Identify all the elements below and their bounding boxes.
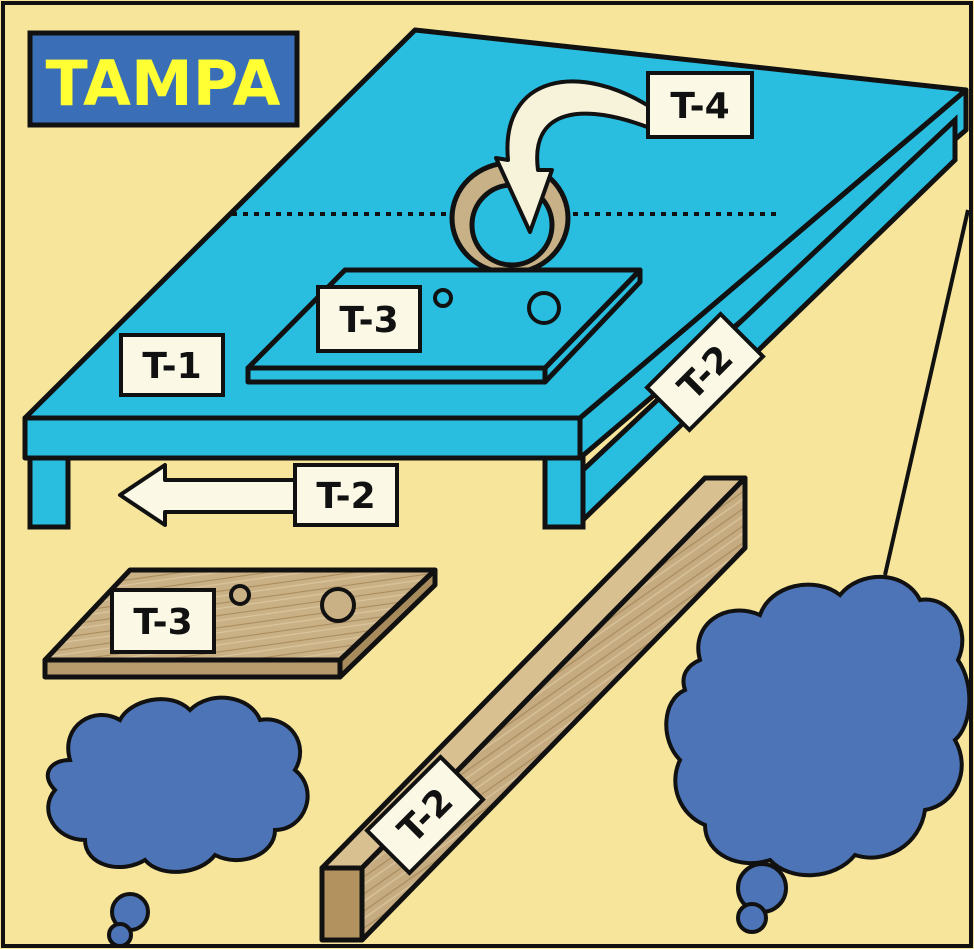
label-t1-text: T-1 xyxy=(142,346,201,387)
label-t1: T-1 xyxy=(121,335,223,395)
title-box: TAMPA xyxy=(30,33,297,125)
label-t4-text: T-4 xyxy=(670,86,729,127)
label-t3-loose: T-3 xyxy=(112,590,214,652)
label-t3-loose-text: T-3 xyxy=(133,602,192,643)
label-t2-arrow: T-2 xyxy=(295,465,397,525)
label-t3-top: T-3 xyxy=(318,287,420,351)
label-t3-top-text: T-3 xyxy=(339,300,398,341)
label-t4: T-4 xyxy=(648,73,752,137)
table-front-face xyxy=(25,418,580,458)
label-t2-arrow-text: T-2 xyxy=(316,476,375,517)
title-text: TAMPA xyxy=(46,47,281,120)
